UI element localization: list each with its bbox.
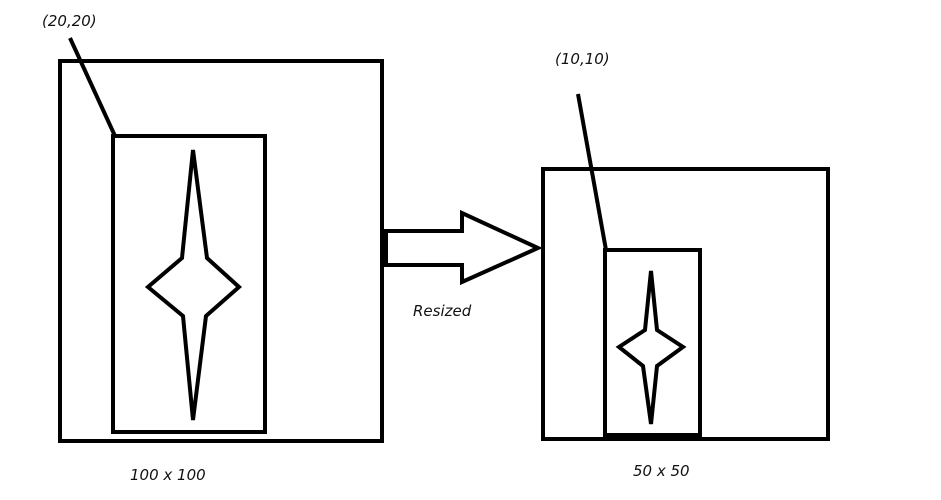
original-image-group: (20,20) 100 x 100 [42,12,384,484]
original-coordinate-label: (20,20) [42,12,97,30]
original-size-label: 100 x 100 [130,466,206,484]
resize-arrow-group: Resized [384,209,543,320]
resized-coordinate-leader [576,93,608,251]
resized-image-group: (10,10) 50 x 50 [541,50,830,480]
original-image-frame [58,59,384,443]
resized-size-label: 50 x 50 [633,462,690,480]
resized-image-frame [541,167,830,441]
resized-coordinate-label: (10,10) [555,50,610,68]
resized-star-shape [615,270,687,425]
resized-crop-box-bottom-edge [605,433,700,439]
original-coordinate-leader [68,37,117,137]
original-star-shape [144,149,243,421]
original-crop-box [111,134,267,434]
resize-arrow [384,209,543,286]
resize-arrow-label: Resized [413,302,472,320]
